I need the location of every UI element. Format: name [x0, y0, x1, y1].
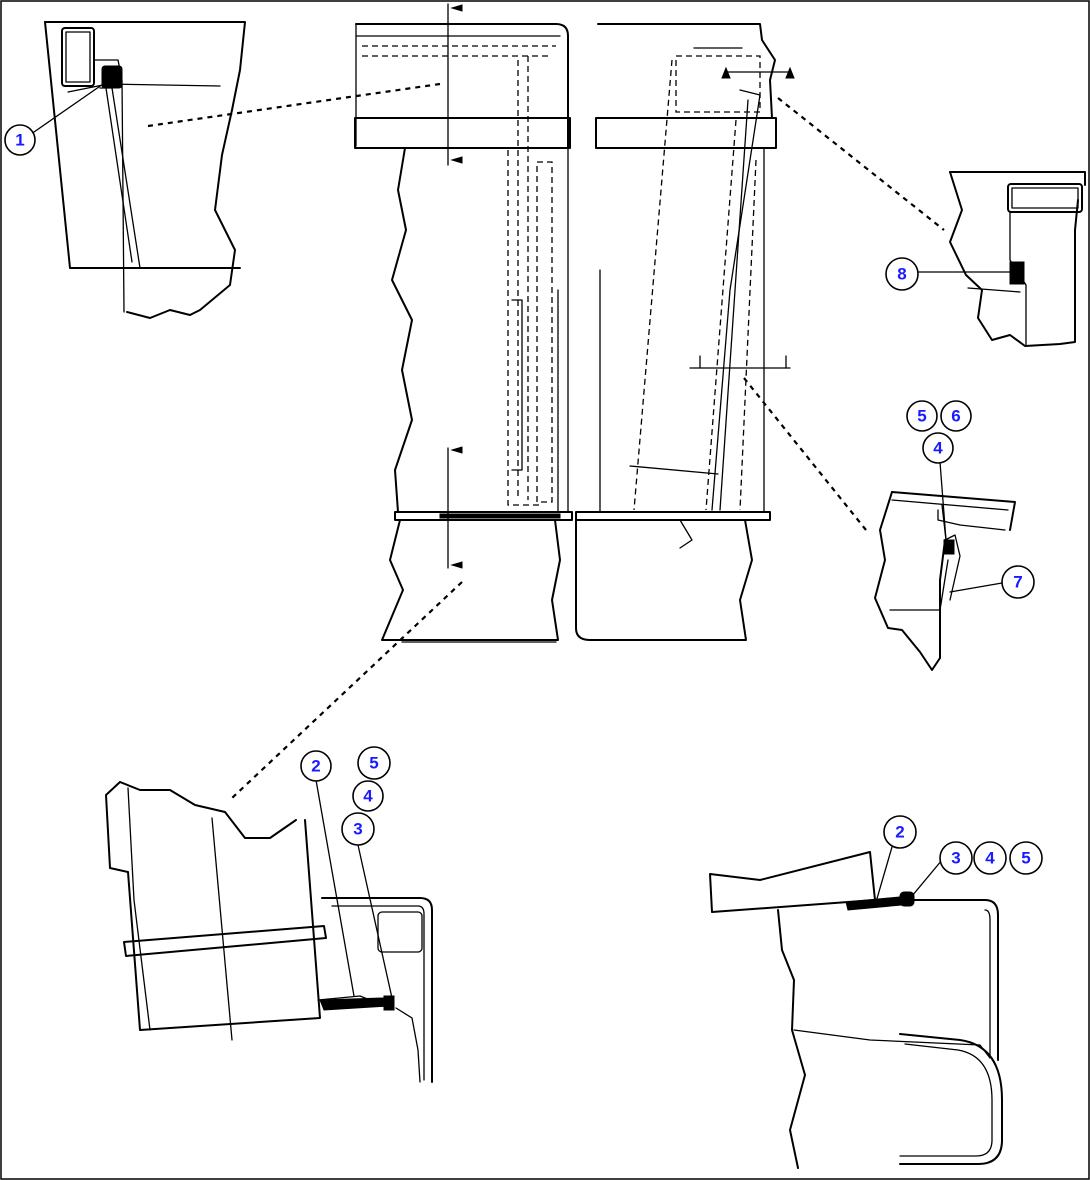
callout-4-left: 4 [352, 780, 384, 812]
svg-text:5: 5 [917, 407, 926, 426]
detail-right-middle [874, 491, 1016, 671]
callout-7: 7 [1001, 565, 1035, 599]
svg-text:5: 5 [369, 754, 378, 773]
detail-bottom-left [105, 781, 433, 1083]
callout-5-upper: 5 [906, 400, 938, 432]
callout-5-left: 5 [357, 746, 391, 780]
callout-8: 8 [885, 257, 919, 291]
svg-text:5: 5 [1021, 849, 1030, 868]
callout-1: 1 [4, 124, 36, 156]
svg-text:2: 2 [311, 757, 320, 776]
callout-3-left: 3 [341, 812, 375, 846]
detail-top-left [44, 21, 246, 319]
svg-text:2: 2 [895, 823, 904, 842]
svg-text:3: 3 [353, 820, 362, 839]
callout-2-right: 2 [883, 815, 917, 849]
callout-4-upper: 4 [922, 432, 954, 464]
callout-6: 6 [940, 400, 972, 432]
svg-text:1: 1 [15, 131, 24, 150]
central-front-view [354, 3, 573, 643]
svg-text:4: 4 [985, 849, 995, 868]
detail-bottom-right [709, 851, 1003, 1169]
callout-5-right: 5 [1009, 841, 1043, 875]
svg-text:4: 4 [363, 787, 373, 806]
svg-text:4: 4 [933, 439, 943, 458]
svg-text:7: 7 [1013, 573, 1022, 592]
svg-text:8: 8 [897, 265, 906, 284]
svg-text:6: 6 [951, 407, 960, 426]
callout-2-left: 2 [300, 750, 332, 782]
central-side-view [575, 23, 795, 641]
leader-lines [147, 82, 945, 799]
callout-4-right: 4 [973, 841, 1007, 875]
detail-right-upper [949, 171, 1086, 347]
callout-leaders [33, 81, 1011, 999]
svg-text:3: 3 [951, 849, 960, 868]
callout-3-right: 3 [939, 841, 973, 875]
